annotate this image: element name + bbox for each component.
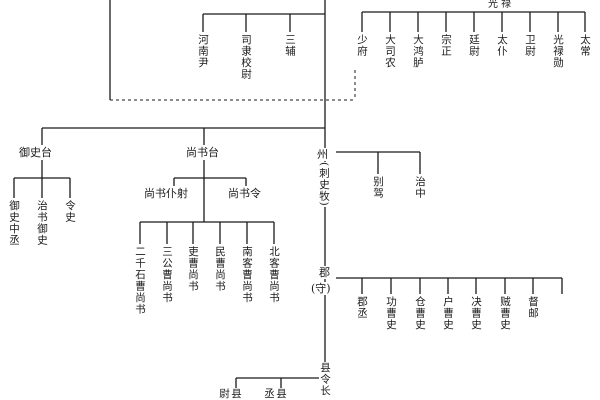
commandery-item: 贼曹史 [499,296,511,331]
commandery-item: 郡丞 [356,296,368,319]
province-label: 州 [316,148,329,161]
commandery-item: 户曹史 [442,296,454,331]
minister-item: 卫尉 [524,34,536,57]
censorate-item: 令史 [64,200,76,223]
secretariat-label: 尚书台 [185,146,220,159]
province-sublabel: (刺史牧) [318,162,330,207]
top-right-label: 光 禄 [487,0,513,10]
minister-item: 太仆 [496,34,508,57]
minister-item: 少府 [356,34,368,57]
censorate-label: 御史台 [18,146,53,159]
minister-item: 光禄勋 [552,34,564,69]
province-item: 别驾 [372,176,384,199]
henan-group-item: 河南尹 [197,34,209,69]
henan-group-item: 三辅 [284,34,296,57]
minister-item: 太常 [579,34,591,57]
commandery-item: 仓曹史 [414,296,426,331]
minister-item: 大鸿胪 [412,34,424,69]
secretariat-deputy: 尚书仆射 [143,187,189,200]
secretariat-department: 南客曹尚书 [241,246,253,304]
secretariat-department: 三公曹尚书 [161,246,173,304]
secretariat-department: 二千石曹尚书 [134,246,146,315]
commandery-item: 督邮 [527,296,539,319]
commandery-label: 郡 [318,266,331,279]
secretariat-department: 民曹尚书 [214,246,226,292]
secretariat-department: 北客曹尚书 [268,246,280,304]
censorate-item: 治书御史 [36,200,48,246]
province-item: 治中 [414,176,426,199]
secretariat-head: 尚书令 [227,187,262,200]
commandery-item: 决曹史 [470,296,482,331]
county-label: 县令长 [319,362,331,397]
county-item: 县丞 [263,388,287,400]
commandery-sublabel: (守) [310,282,332,295]
censorate-item: 御史中丞 [8,200,20,246]
henan-group-item: 司隶校尉 [240,34,252,80]
minister-item: 宗正 [440,34,452,57]
minister-item: 廷尉 [468,34,480,57]
minister-item: 大司农 [384,34,396,69]
commandery-item: 功曹史 [385,296,397,331]
county-item: 县尉 [218,388,242,400]
secretariat-department: 吏曹尚书 [187,246,199,292]
